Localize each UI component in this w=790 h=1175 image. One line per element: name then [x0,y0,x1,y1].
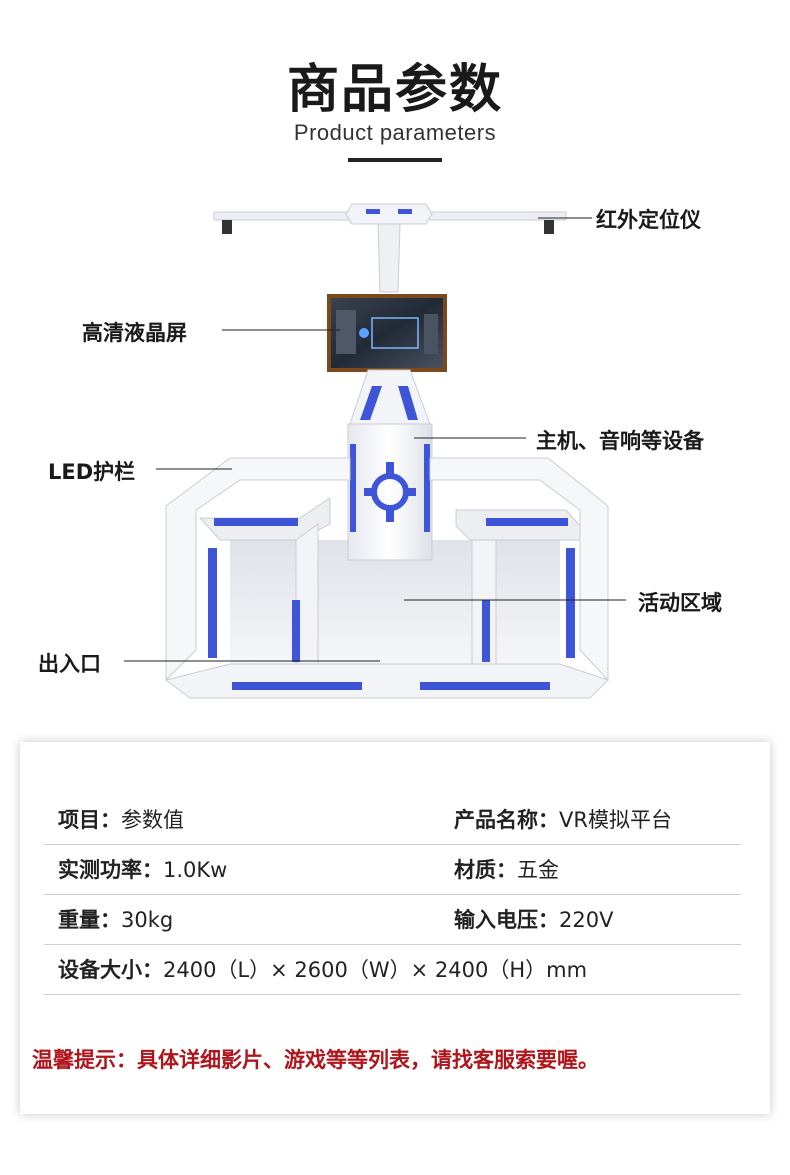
spec-value: 五金 [517,858,559,882]
led-guardrail-right [429,457,609,682]
spec-label: 产品名称： [454,808,559,832]
spec-label: 输入电压： [454,908,559,932]
spec-value: 1.0Kw [163,858,228,882]
spec-value: 220V [559,908,614,932]
spec-label: 材质： [454,858,517,882]
callout-infrared-positioner: 红外定位仪 [596,208,701,232]
page-title: 商品参数 [286,60,503,120]
spec-row: 项目：参数值 产品名称：VR模拟平台 [44,794,741,845]
spec-label: 项目： [58,808,121,832]
specs-card: 项目：参数值 产品名称：VR模拟平台 实测功率：1.0Kw 材质：五金 重量：3… [20,742,770,1114]
spec-row: 设备大小：2400（L）× 2600（W）× 2400（H）mm [44,944,741,995]
callout-lcd-screen: 高清液晶屏 [82,321,187,345]
product-diagram: 红外定位仪 高清液晶屏 主机、音响等设备 LED护栏 活动区域 出入口 [0,180,790,720]
notice-text: 温馨提示：具体详细影片、游戏等等列表，请找客服索要喔。 [32,1048,599,1072]
callout-activity-area: 活动区域 [638,591,722,615]
spec-value: 30kg [121,908,174,932]
spec-label: 实测功率： [58,858,163,882]
spec-value: 参数值 [121,808,184,832]
host-tower [347,369,433,561]
spec-label: 设备大小： [58,958,163,982]
lcd-screen [327,294,447,372]
vr-platform-illustration [124,203,626,699]
page-subtitle: Product parameters [293,120,497,145]
spec-row: 实测功率：1.0Kw 材质：五金 [44,844,741,895]
spec-value: 2400（L）× 2600（W）× 2400（H）mm [163,958,588,982]
callout-led-guardrail: LED护栏 [48,460,136,484]
callout-lines [124,217,626,662]
spec-label: 重量： [58,908,121,932]
infrared-positioner [213,203,567,293]
callout-entrance: 出入口 [38,652,101,676]
callout-host-equipment: 主机、音响等设备 [536,429,704,453]
led-guardrail-left [165,457,351,682]
title-underline [348,158,442,162]
spec-value: VR模拟平台 [559,808,672,832]
platform-base [164,663,609,699]
spec-row: 重量：30kg 输入电压：220V [44,894,741,945]
